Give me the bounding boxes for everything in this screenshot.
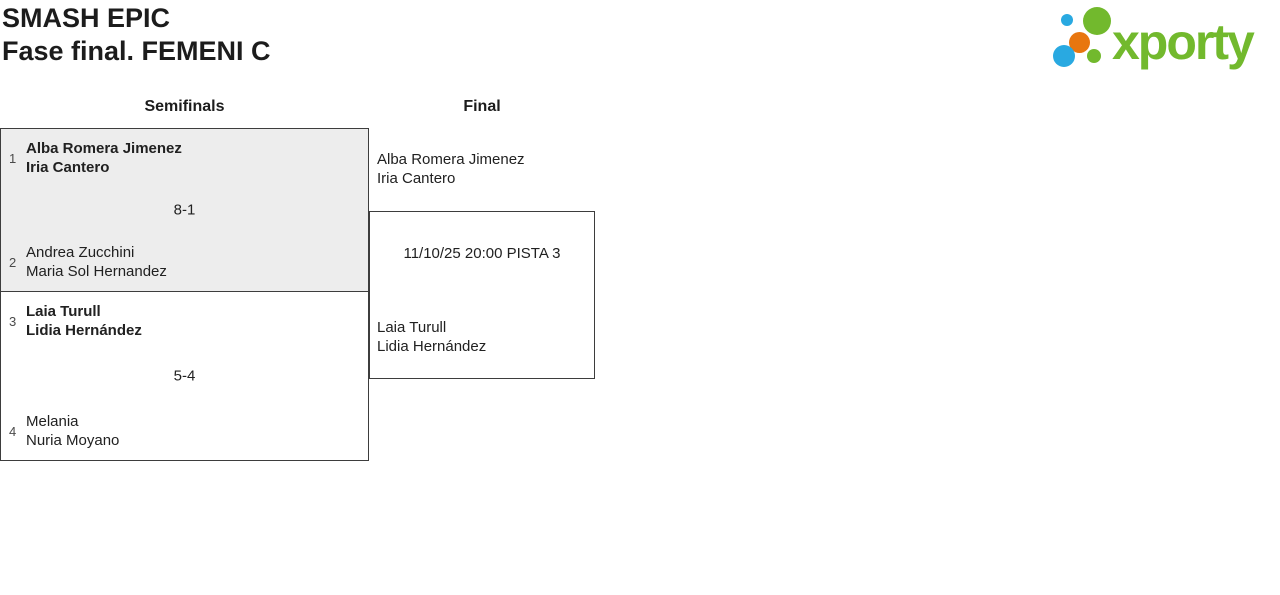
team-players: Melania Nuria Moyano: [26, 412, 119, 450]
player-name: Laia Turull: [377, 319, 447, 336]
player-name: Nuria Moyano: [26, 432, 120, 449]
logo-dot-green-small-icon: [1087, 49, 1101, 63]
final-match[interactable]: 11/10/25 20:00 PISTA 3: [369, 211, 595, 379]
player-name: Maria Sol Hernandez: [26, 263, 167, 280]
player-name: Alba Romera Jimenez: [377, 151, 525, 168]
xporty-wordmark: xporty: [1112, 14, 1255, 70]
final-match-schedule: 11/10/25 20:00 PISTA 3: [403, 245, 561, 262]
logo-dot-blue-medium-icon: [1053, 45, 1075, 67]
match-score: 5-4: [173, 367, 196, 385]
semifinal-match-1[interactable]: 1 Alba Romera Jimenez Iria Cantero 8-1 2…: [0, 128, 369, 292]
semifinal-2-team-1: 3 Laia Turull Lidia Hernández: [9, 302, 360, 340]
final-team-2: Laia Turull Lidia Hernández: [377, 318, 486, 356]
seed-number: 2: [9, 254, 17, 270]
semifinal-1-team-1: 1 Alba Romera Jimenez Iria Cantero: [9, 139, 360, 177]
seed-number: 3: [9, 313, 17, 329]
round-header-semifinals: Semifinals: [144, 98, 225, 115]
player-name: Iria Cantero: [26, 159, 110, 176]
seed-number: 4: [9, 423, 17, 439]
player-name: Lidia Hernández: [377, 338, 487, 355]
round-header-final: Final: [463, 98, 501, 115]
logo-dot-blue-small-icon: [1061, 14, 1073, 26]
team-players: Laia Turull Lidia Hernández: [26, 302, 142, 340]
team-players: Alba Romera Jimenez Iria Cantero: [26, 139, 182, 177]
logo-dot-orange-icon: [1069, 32, 1090, 53]
page-header: SMASH EPIC Fase final. FEMENI C: [2, 2, 271, 68]
team-players: Andrea Zucchini Maria Sol Hernandez: [26, 243, 167, 281]
final-team-1: Alba Romera Jimenez Iria Cantero: [377, 150, 525, 188]
player-name: Andrea Zucchini: [26, 244, 135, 261]
player-name: Laia Turull: [26, 303, 101, 320]
match-score: 8-1: [173, 201, 196, 219]
player-name: Alba Romera Jimenez: [26, 140, 182, 157]
seed-number: 1: [9, 150, 17, 166]
logo-dot-green-large-icon: [1083, 7, 1111, 35]
player-name: Lidia Hernández: [26, 322, 142, 339]
tournament-title: SMASH EPIC: [2, 3, 171, 33]
category-subtitle: Fase final. FEMENI C: [2, 36, 271, 66]
semifinal-1-team-2: 2 Andrea Zucchini Maria Sol Hernandez: [9, 243, 360, 281]
player-name: Iria Cantero: [377, 170, 456, 187]
semifinal-2-team-2: 4 Melania Nuria Moyano: [9, 412, 360, 450]
xporty-logo[interactable]: xporty: [1050, 5, 1280, 70]
semifinal-match-2[interactable]: 3 Laia Turull Lidia Hernández 5-4 4 Mela…: [0, 291, 369, 461]
player-name: Melania: [26, 413, 79, 430]
